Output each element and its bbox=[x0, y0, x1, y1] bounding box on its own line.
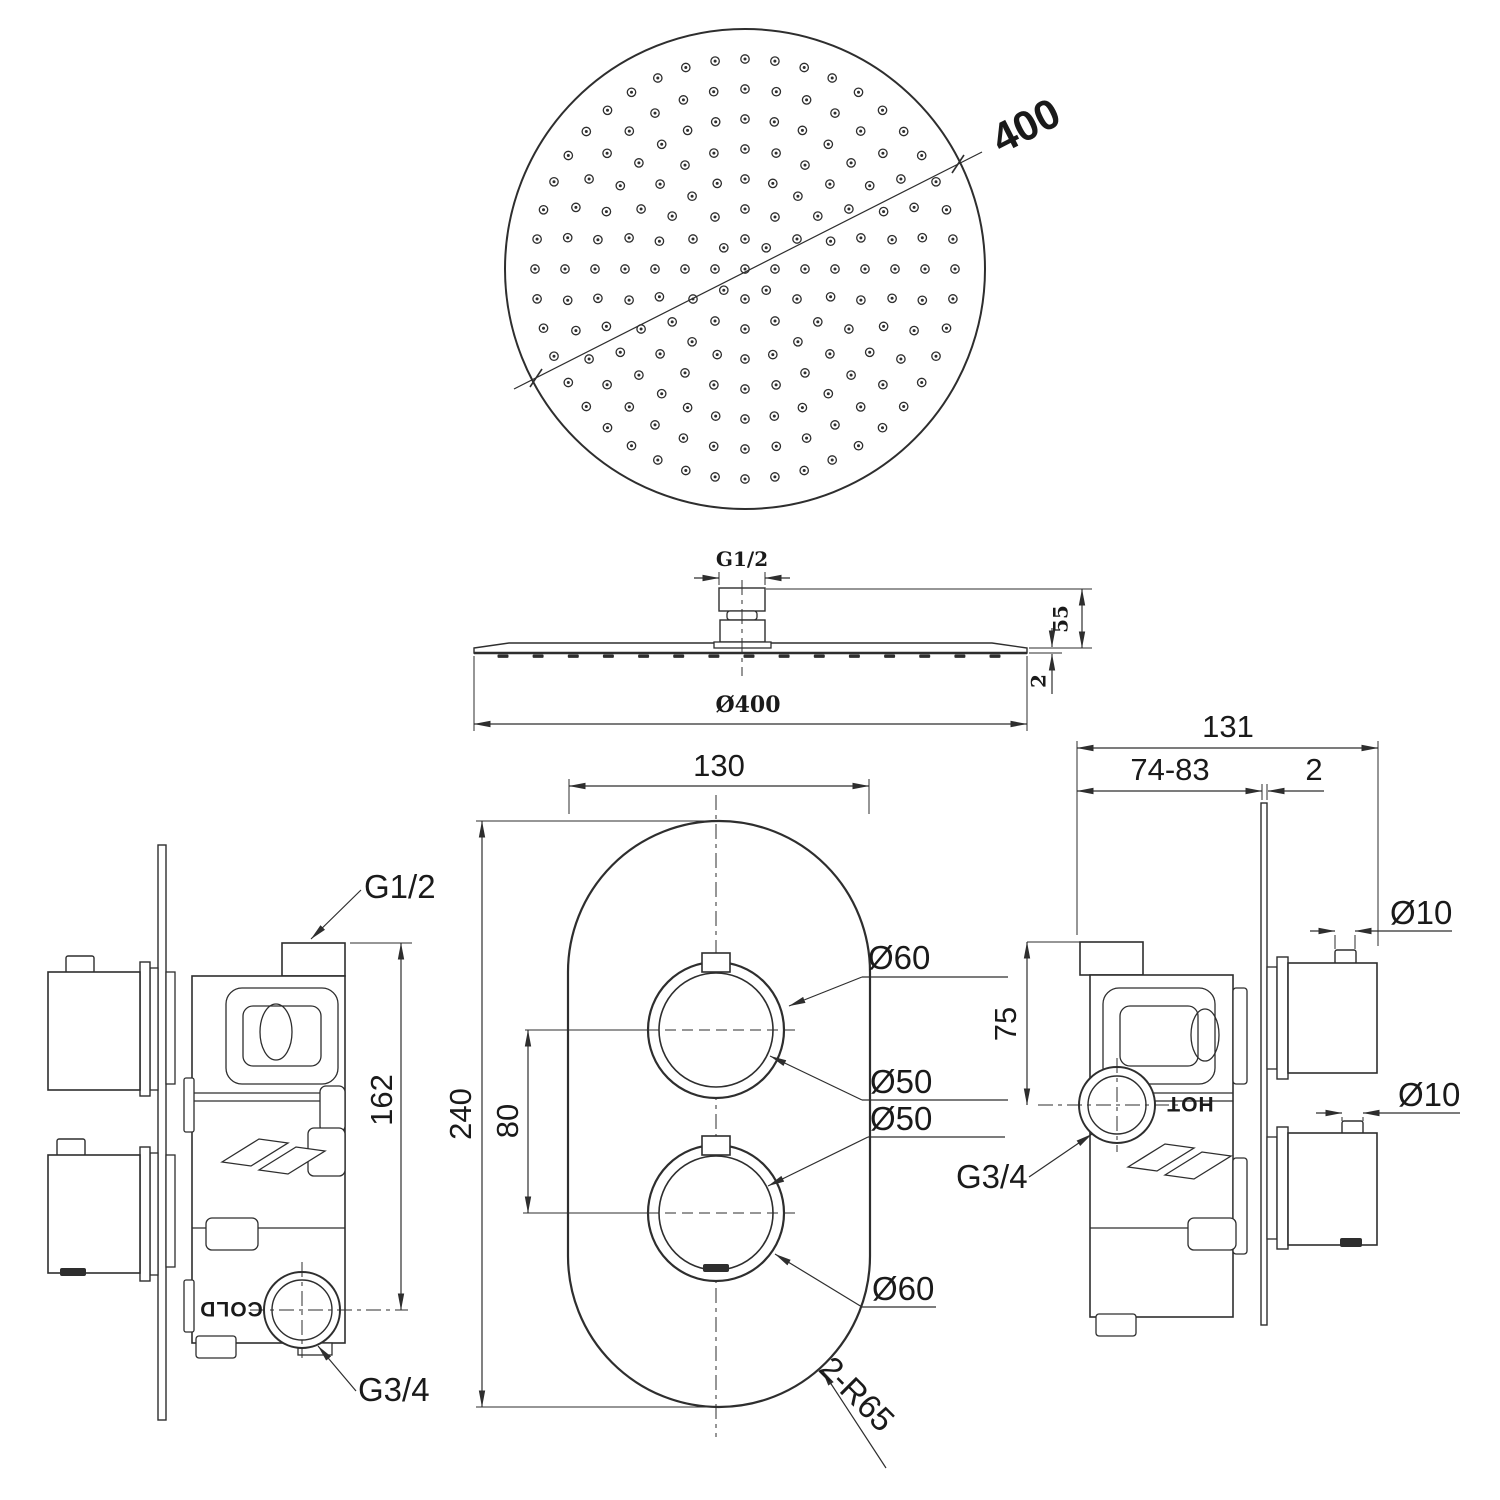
dim-bottom-handle-outer: Ø60 bbox=[872, 1270, 934, 1307]
head-connector bbox=[713, 580, 772, 676]
spray-nozzle-dots bbox=[530, 54, 960, 484]
dim-top-handle-inner: Ø50 bbox=[870, 1063, 932, 1100]
valve-right-hot-port: HOT bbox=[1038, 1058, 1214, 1152]
thickness-dimension-2: 2 bbox=[1027, 628, 1062, 694]
valve-right-body bbox=[1079, 941, 1248, 1337]
dim-bottom-handle-inner: Ø50 bbox=[870, 1100, 932, 1137]
dim-left-height: 162 bbox=[364, 1074, 399, 1126]
dim-head-diameter-side: Ø400 bbox=[715, 692, 780, 718]
shower-head-side-view: G1/2 55 2 Ø400 bbox=[473, 547, 1092, 731]
valve-left-wall-plate bbox=[157, 844, 167, 1421]
bottom-stem-dimension-d10: Ø10 bbox=[1316, 1076, 1460, 1121]
dim-overall-depth: 131 bbox=[1202, 709, 1254, 744]
hot-port-text: HOT bbox=[1166, 1092, 1213, 1115]
shower-head-top-view: 400 bbox=[504, 28, 1068, 510]
left-inlet-label-g34: G3/4 bbox=[317, 1345, 430, 1408]
inlet-height-dimension-75: 75 bbox=[988, 941, 1082, 1106]
height-dimension-162: 162 bbox=[350, 942, 412, 1311]
label-bottom-handle-inner-d50: Ø50 bbox=[767, 1100, 1005, 1187]
plate-thickness-dimension-2: 2 bbox=[1261, 752, 1324, 800]
width-dimension-130: 130 bbox=[568, 748, 870, 814]
valve-left-view: COLD G1/2 162 bbox=[47, 844, 436, 1421]
height-dimension-55: 55 bbox=[766, 588, 1092, 649]
thread-dimension-g12: G1/2 bbox=[694, 547, 790, 585]
valve-left-bottom-handle bbox=[47, 1138, 176, 1282]
dim-left-outlet-thread: G1/2 bbox=[364, 868, 436, 905]
dim-plate-width: 130 bbox=[693, 748, 745, 783]
valve-left-top-handle bbox=[47, 955, 176, 1097]
valve-right-bottom-handle bbox=[1266, 1120, 1378, 1250]
dim-left-inlet-thread: G3/4 bbox=[358, 1371, 430, 1408]
dim-recess-depth: 74-83 bbox=[1130, 752, 1209, 787]
dim-bottom-stem: Ø10 bbox=[1398, 1076, 1460, 1113]
height-dimension-240: 240 bbox=[443, 820, 708, 1408]
valve-right-top-handle bbox=[1266, 949, 1378, 1080]
label-bottom-handle-outer-d60: Ø60 bbox=[774, 1253, 936, 1308]
valve-front-view: 130 240 80 Ø60 Ø50 Ø50 bbox=[443, 748, 1008, 1469]
valve-left-cold-port: COLD bbox=[199, 1262, 408, 1358]
cold-port-text: COLD bbox=[199, 1297, 263, 1320]
dim-plate-height: 240 bbox=[443, 1088, 478, 1140]
dim-top-handle-outer: Ø60 bbox=[868, 939, 930, 976]
faceplate-outline bbox=[566, 819, 872, 1409]
diameter-dimension-d400: Ø400 bbox=[473, 656, 1028, 731]
dim-corner-radius: 2-R65 bbox=[812, 1349, 902, 1439]
right-inlet-label-g34: G3/4 bbox=[956, 1133, 1093, 1195]
dim-head-thread: G1/2 bbox=[716, 547, 768, 571]
label-top-handle-inner-d50: Ø50 bbox=[769, 1055, 1008, 1101]
corner-radius-label-2r65: 2-R65 bbox=[812, 1349, 902, 1469]
dim-inlet-height: 75 bbox=[988, 1007, 1023, 1041]
dim-top-stem: Ø10 bbox=[1390, 894, 1452, 931]
dim-plate-thickness: 2 bbox=[1305, 752, 1322, 787]
dim-right-inlet-thread: G3/4 bbox=[956, 1158, 1028, 1195]
nozzle-ticks bbox=[497, 654, 1001, 658]
dim-head-thickness: 2 bbox=[1027, 674, 1051, 688]
dim-head-diameter-top: 400 bbox=[984, 89, 1068, 163]
valve-right-view: HOT 131 74-83 bbox=[956, 709, 1460, 1337]
recess-depth-dimension-74-83: 74-83 bbox=[1076, 752, 1263, 795]
handle-spacing-dimension-80: 80 bbox=[490, 1029, 532, 1214]
top-stem-dimension-d10: Ø10 bbox=[1310, 894, 1452, 949]
overall-depth-dimension-131: 131 bbox=[1076, 709, 1379, 946]
label-top-handle-outer-d60: Ø60 bbox=[788, 939, 1008, 1007]
left-outlet-label-g12: G1/2 bbox=[310, 868, 436, 940]
dim-handle-spacing: 80 bbox=[490, 1104, 525, 1138]
valve-right-wall-plate bbox=[1260, 802, 1268, 1326]
